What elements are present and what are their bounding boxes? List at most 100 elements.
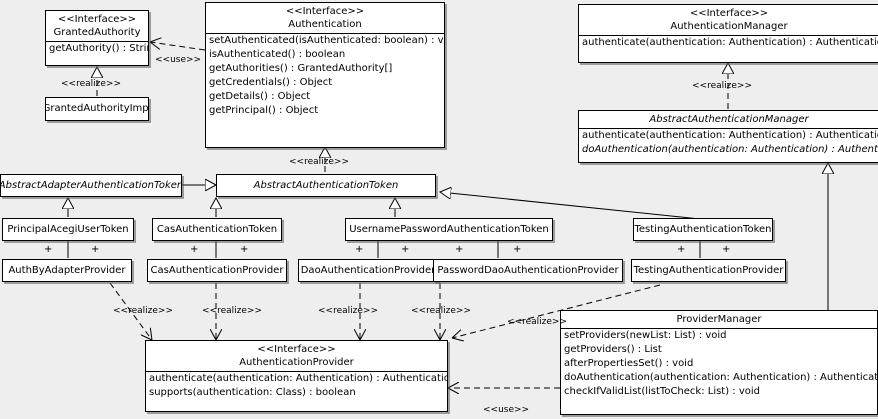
class-auth-by-adapter-provider[interactable]: AuthByAdapterProvider	[2, 259, 132, 282]
method-item: setProviders(newList: List) : void	[564, 330, 727, 341]
class-cas-authentication-provider[interactable]: CasAuthenticationProvider	[147, 259, 287, 282]
class-name-label: GrantedAuthorityImpl	[45, 103, 149, 114]
class-name-label: AuthenticationManager	[670, 21, 788, 32]
class-header: GrantedAuthorityImpl	[46, 98, 148, 120]
class-name-label: AbstractAdapterAuthenticationToken	[0, 179, 182, 191]
class-testing-authentication-provider[interactable]: TestingAuthenticationProvider	[631, 259, 786, 282]
class-header: PrincipalAcegiUserToken	[3, 219, 133, 240]
class-name-label: PasswordDaoAuthenticationProvider	[437, 264, 619, 276]
method-item: doAuthentication(authentication: Authent…	[564, 372, 877, 383]
class-name-label: TestingAuthenticationToken	[634, 223, 772, 235]
method-item: authenticate(authentication: Authenticat…	[582, 37, 878, 48]
class-header: TestingAuthenticationToken	[634, 219, 772, 240]
method-item: authenticate(authentication: Authenticat…	[149, 373, 447, 384]
class-header: AbstractAuthenticationToken	[217, 175, 435, 196]
class-name-label: DaoAuthenticationProvider	[300, 264, 436, 276]
class-password-dao-authentication-provider[interactable]: PasswordDaoAuthenticationProvider	[433, 259, 623, 282]
label-use-granted-authority: <<use>>	[155, 55, 202, 65]
method-item: getAuthority() : String	[49, 43, 148, 54]
class-name-label: Authentication	[288, 19, 362, 30]
class-header: <<Interface>> Authentication	[206, 3, 444, 33]
class-header: UsernamePasswordAuthenticationToken	[346, 219, 552, 240]
method-compartment: setProviders(newList: List) : void getPr…	[561, 328, 877, 399]
assoc-marker-plus: +	[355, 244, 364, 255]
class-header: CasAuthenticationProvider	[148, 260, 286, 281]
method-item: isAuthenticated() : boolean	[209, 49, 346, 60]
label-use-provider-manager: <<use>>	[483, 405, 530, 415]
class-abstract-authentication-token[interactable]: AbstractAuthenticationToken	[216, 174, 436, 197]
generalize-testingauthenticationtoken	[440, 192, 701, 220]
assoc-marker-plus: +	[677, 244, 686, 255]
class-principal-acegi-user-token[interactable]: PrincipalAcegiUserToken	[2, 218, 134, 241]
method-item: authenticate(authentication: Authenticat…	[582, 130, 878, 141]
assoc-marker-plus: +	[455, 244, 464, 255]
class-granted-authority-impl[interactable]: GrantedAuthorityImpl	[45, 97, 149, 121]
class-cas-authentication-token[interactable]: CasAuthenticationToken	[152, 218, 282, 241]
method-item: getPrincipal() : Object	[209, 105, 319, 116]
class-name-label: TestingAuthenticationProvider	[633, 264, 784, 276]
class-name-label: AbstractAuthenticationManager	[649, 114, 809, 125]
class-header: AuthByAdapterProvider	[3, 260, 131, 281]
class-header: DaoAuthenticationProvider	[299, 260, 437, 281]
stereotype-label: <<Interface>>	[257, 344, 336, 355]
method-item: checkIfValidList(listToCheck: List) : vo…	[564, 386, 761, 397]
class-authentication-manager[interactable]: <<Interface>> AuthenticationManager auth…	[578, 4, 878, 63]
class-header: AbstractAdapterAuthenticationToken	[1, 175, 181, 196]
method-item: setAuthenticated(isAuthenticated: boolea…	[209, 35, 444, 46]
stereotype-label: <<Interface>>	[689, 8, 769, 19]
method-item: afterPropertiesSet() : void	[564, 358, 694, 369]
label-realize-auth-by-adapter: <<realize>>	[113, 306, 173, 316]
class-username-password-authentication-token[interactable]: UsernamePasswordAuthenticationToken	[345, 218, 553, 241]
method-item: doAuthentication(authentication: Authent…	[582, 144, 878, 155]
class-header: <<Interface>> AuthenticationProvider	[146, 341, 447, 371]
assoc-marker-plus: +	[240, 244, 249, 255]
label-realize-password-dao-provider: <<realize>>	[411, 306, 471, 316]
method-item: getCredentials() : Object	[209, 77, 333, 88]
class-name-label: PrincipalAcegiUserToken	[7, 223, 129, 235]
method-compartment: authenticate(authentication: Authenticat…	[579, 128, 878, 157]
class-header: CasAuthenticationToken	[153, 219, 281, 240]
label-realize-dao-provider: <<realize>>	[318, 306, 378, 316]
method-compartment: authenticate(authentication: Authenticat…	[146, 371, 447, 400]
label-realize-granted-authority-impl: <<realize>>	[61, 79, 121, 89]
class-authentication[interactable]: <<Interface>> Authentication setAuthenti…	[205, 2, 445, 148]
class-name-label: AbstractAuthenticationToken	[253, 179, 399, 191]
class-header: AbstractAuthenticationManager	[579, 111, 878, 128]
stereotype-label: <<Interface>>	[285, 6, 365, 17]
class-abstract-authentication-manager[interactable]: AbstractAuthenticationManager authentica…	[578, 110, 878, 163]
method-item: supports(authentication: Class) : boolea…	[149, 387, 356, 398]
stereotype-label: <<Interface>>	[57, 14, 137, 25]
label-realize-abstract-authentication-manager: <<realize>>	[692, 81, 752, 91]
class-provider-manager[interactable]: ProviderManager setProviders(newList: Li…	[560, 310, 878, 415]
method-compartment: setAuthenticated(isAuthenticated: boolea…	[206, 33, 444, 118]
method-compartment: getAuthority() : String	[46, 41, 148, 56]
method-item: getProviders() : List	[564, 344, 662, 355]
method-compartment: authenticate(authentication: Authenticat…	[579, 35, 878, 50]
class-granted-authority[interactable]: <<Interface>> GrantedAuthority getAuthor…	[45, 10, 149, 66]
class-name-label: AuthenticationProvider	[239, 357, 354, 368]
class-name-label: GrantedAuthority	[53, 27, 141, 38]
class-name-label: CasAuthenticationToken	[156, 223, 278, 235]
label-realize-abstract-authentication-token: <<realize>>	[289, 157, 349, 167]
class-testing-authentication-token[interactable]: TestingAuthenticationToken	[633, 218, 773, 241]
assoc-marker-plus: +	[722, 244, 731, 255]
class-header: <<Interface>> GrantedAuthority	[46, 11, 148, 41]
class-header: TestingAuthenticationProvider	[632, 260, 785, 281]
assoc-marker-plus: +	[401, 244, 410, 255]
assoc-marker-plus: +	[91, 244, 100, 255]
label-realize-cas-provider: <<realize>>	[202, 306, 262, 316]
class-header: <<Interface>> AuthenticationManager	[579, 5, 878, 35]
method-item: getDetails() : Object	[209, 91, 311, 102]
class-authentication-provider[interactable]: <<Interface>> AuthenticationProvider aut…	[145, 340, 448, 412]
assoc-marker-plus: +	[513, 244, 522, 255]
class-name-label: ProviderManager	[676, 314, 762, 325]
class-name-label: AuthByAdapterProvider	[8, 264, 126, 276]
class-name-label: CasAuthenticationProvider	[150, 264, 284, 276]
class-header: ProviderManager	[561, 311, 877, 328]
assoc-marker-plus: +	[190, 244, 199, 255]
class-dao-authentication-provider[interactable]: DaoAuthenticationProvider	[298, 259, 438, 282]
class-abstract-adapter-authentication-token[interactable]: AbstractAdapterAuthenticationToken	[0, 174, 182, 197]
class-header: PasswordDaoAuthenticationProvider	[434, 260, 622, 281]
assoc-marker-plus: +	[44, 244, 53, 255]
